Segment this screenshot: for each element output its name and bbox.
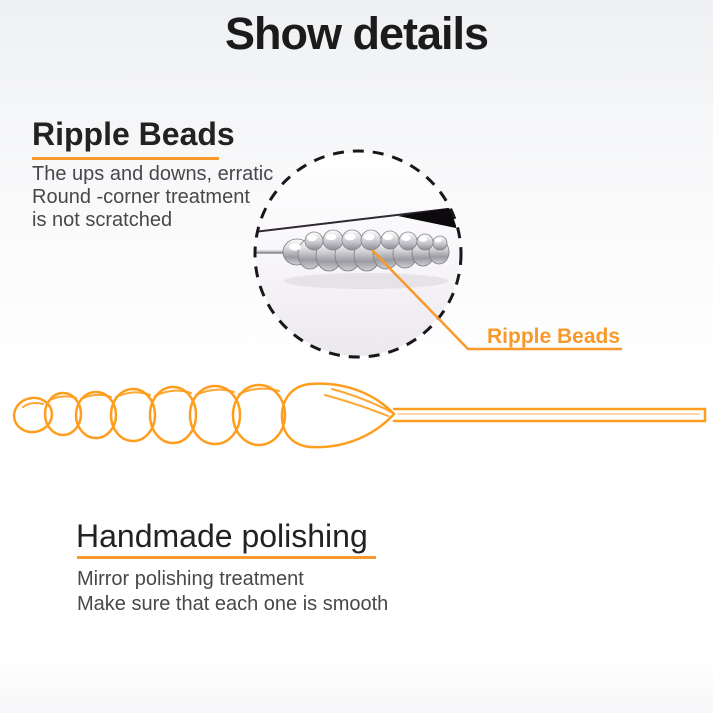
ripple-beads-description: The ups and downs, erratic Round -corner… [32, 163, 273, 232]
beads-macro-photo [248, 144, 468, 364]
page-title: Show details [224, 8, 489, 59]
bead-reflection [284, 273, 448, 289]
handmade-polishing-description: Mirror polishing treatment Make sure tha… [77, 567, 388, 617]
backdrop-wedge [398, 207, 456, 228]
ripple-beads-callout-label: Ripple Beads [487, 325, 621, 348]
ripple-beads-heading: Ripple Beads [32, 116, 235, 152]
handmade-polishing-heading: Handmade polishing [76, 518, 368, 554]
ripple-description-line: The ups and downs, erratic [32, 163, 274, 185]
handmade-heading-underline [77, 556, 376, 559]
backdrop-edge-line [256, 207, 457, 233]
ripple-heading-underline [32, 157, 219, 160]
beads-photo-svg [253, 149, 463, 359]
handmade-description-line: Mirror polishing treatment [77, 568, 304, 590]
beaded-wand-outline [12, 382, 707, 449]
handmade-description-line: Make sure that each one is smooth [77, 593, 389, 615]
ripple-description-line: is not scratched [32, 209, 173, 231]
ripple-description-line: Round -corner treatment [32, 186, 250, 208]
specular-highlights [289, 233, 442, 251]
